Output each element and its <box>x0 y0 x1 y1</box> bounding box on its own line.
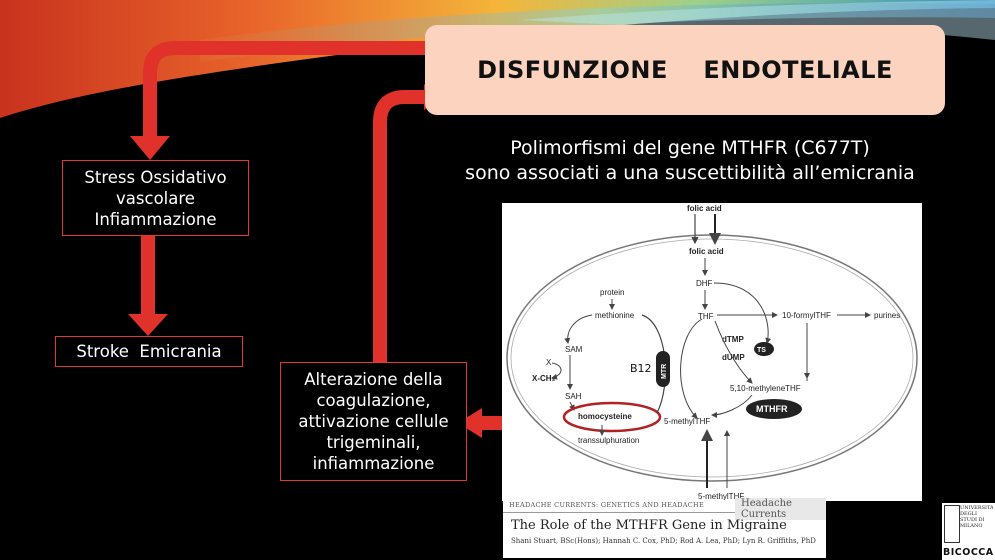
stress-box-line: Stress Ossidativo <box>84 167 227 187</box>
alter-box-line: attivazione cellule <box>298 412 449 431</box>
stress-box-line: vascolare <box>116 188 195 208</box>
logo-side-text: UNIVERSITÀ DEGLI STUDI DI MILANO <box>960 505 993 529</box>
label-folic-acid-top: folic acid <box>687 204 722 213</box>
label-methionine: methionine <box>595 311 635 320</box>
label-methylthf-bottom: 5-methylTHF <box>698 492 744 501</box>
label-transsulphuration: transsulphuration <box>578 436 639 445</box>
alter-box-line: trigeminali, <box>326 433 421 452</box>
paper-section: HEADACHE CURRENTS: GENETICS AND HEADACHE <box>509 501 705 509</box>
homocysteine-highlight <box>562 401 662 433</box>
alter-box-line: infiammazione <box>312 454 435 473</box>
label-b12: B12 <box>630 362 652 375</box>
alterazione-box: Alterazione della coagulazione, attivazi… <box>280 362 467 481</box>
label-dtmp: dTMP <box>722 335 744 344</box>
university-logo: UNIVERSITÀ DEGLI STUDI DI MILANO BICOCCA <box>942 503 995 560</box>
label-methylthf: 5-methylTHF <box>664 417 710 426</box>
paper-journal: Headache Currents <box>735 498 826 520</box>
stress-box-line: Infiammazione <box>94 209 217 229</box>
alter-box-line: coagulazione, <box>316 391 431 410</box>
paper-citation: HEADACHE CURRENTS: GENETICS AND HEADACHE… <box>503 498 826 558</box>
label-dhf: DHF <box>696 279 713 288</box>
label-ts: TS <box>757 347 766 354</box>
label-mthfr: MTHFR <box>756 404 788 414</box>
alter-box-line: Alterazione della <box>304 370 443 389</box>
arrow-alter-to-title <box>373 90 428 362</box>
label-homocysteine: homocysteine <box>578 412 632 421</box>
label-purines: purines <box>874 311 900 320</box>
paper-title: The Role of the MTHFR Gene in Migraine <box>511 518 787 533</box>
stroke-box: Stroke Emicrania <box>55 336 243 367</box>
subtitle-line-2: sono associati a una suscettibilità all’… <box>465 162 915 184</box>
label-x: X <box>546 358 552 367</box>
label-dump: dUMP <box>722 353 745 362</box>
stroke-box-text: Stroke Emicrania <box>76 342 222 361</box>
logo-name: BICOCCA <box>943 547 994 558</box>
label-protein: protein <box>600 288 624 297</box>
cell-membrane <box>506 234 918 482</box>
label-methylene: 5,10-methyleneTHF <box>730 384 801 393</box>
label-sah: SAH <box>565 392 582 401</box>
arrow-title-to-stress <box>143 41 432 140</box>
folate-pathway-diagram: folic acid folic acid DHF THF 10-formylT… <box>502 203 922 501</box>
label-folic-acid: folic acid <box>689 247 724 256</box>
subtitle: Polimorfismi del gene MTHFR (C677T) sono… <box>440 136 940 186</box>
label-mtr: MTR <box>661 364 668 379</box>
stress-box: Stress Ossidativo vascolare Infiammazion… <box>62 160 249 236</box>
label-thf: THF <box>698 312 714 321</box>
subtitle-line-1: Polimorfismi del gene MTHFR (C677T) <box>510 137 870 159</box>
slide-title: DISFUNZIONE ENDOTELIALE <box>477 56 893 84</box>
paper-authors: Shani Stuart, BSc(Hons); Hannah C. Cox, … <box>511 537 816 545</box>
title-box: DISFUNZIONE ENDOTELIALE <box>425 25 945 115</box>
label-xch3: X-CH₃ <box>532 374 556 383</box>
label-formyl: 10-formylTHF <box>782 311 831 320</box>
label-sam: SAM <box>565 345 583 354</box>
